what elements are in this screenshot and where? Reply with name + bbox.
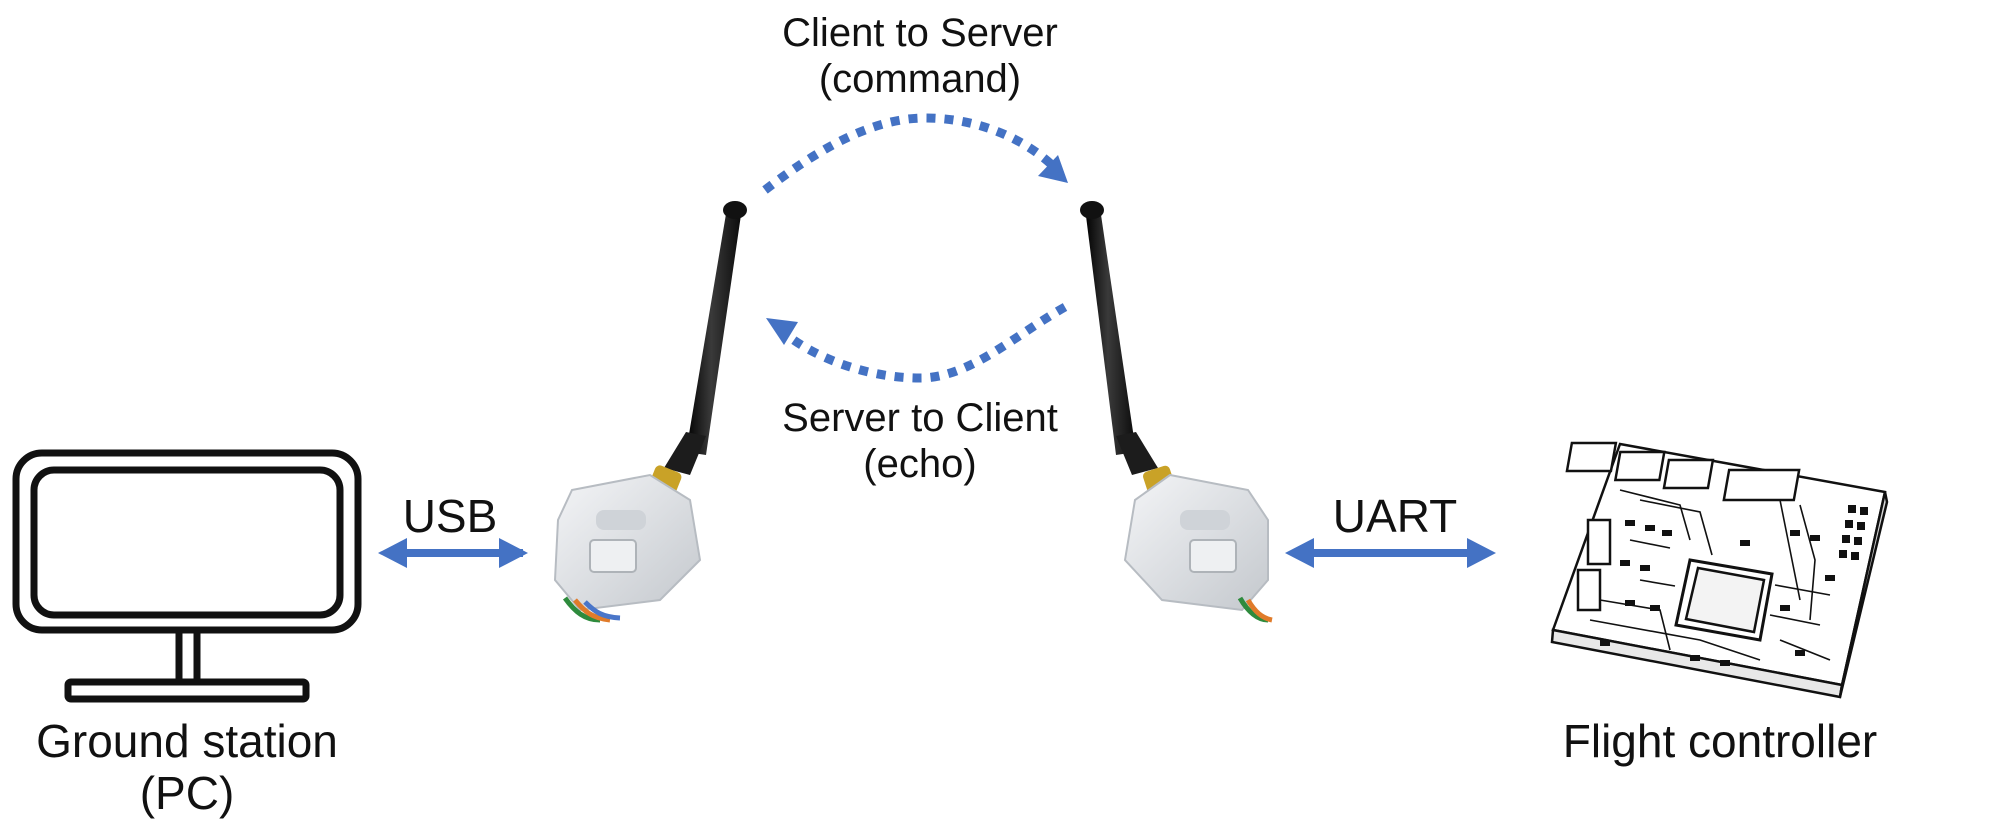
flight-controller-board-icon	[1550, 441, 1889, 699]
command-label: Client to Server (command)	[770, 10, 1070, 102]
usb-label: USB	[402, 490, 498, 542]
usb-double-arrow	[378, 538, 528, 568]
uart-double-arrow	[1285, 538, 1496, 568]
radio-module-right-icon	[1080, 201, 1273, 623]
monitor-icon	[12, 449, 362, 703]
echo-label: Server to Client (echo)	[770, 395, 1070, 487]
uart-label: UART	[1332, 490, 1458, 542]
flight-controller-label: Flight controller	[1562, 715, 1878, 767]
command-label-line1: Client to Server	[782, 11, 1058, 55]
echo-dotted-arc	[766, 303, 1068, 383]
echo-label-line2: (echo)	[863, 442, 977, 486]
radio-module-left-icon	[553, 201, 747, 623]
ground-station-label: Ground station (PC)	[17, 715, 357, 819]
echo-label-line1: Server to Client	[782, 396, 1058, 440]
ground-station-label-line2: (PC)	[139, 767, 235, 819]
ground-station-label-line1: Ground station	[36, 715, 338, 767]
command-dotted-arc	[762, 113, 1068, 194]
command-label-line2: (command)	[818, 57, 1022, 101]
